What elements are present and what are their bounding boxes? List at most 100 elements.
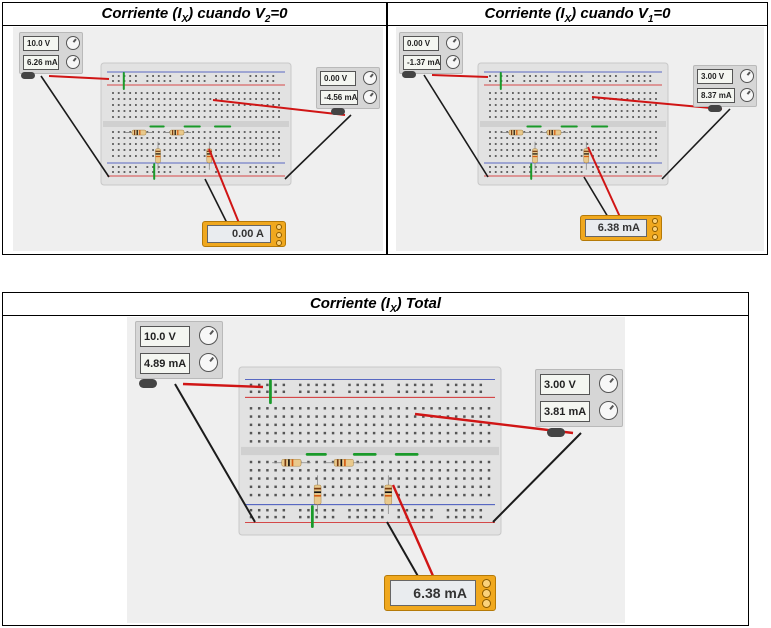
red-wire-left	[431, 74, 489, 78]
breadboard	[174, 366, 582, 586]
black-wire-meter	[583, 176, 609, 218]
title-text: Corriente (I	[484, 5, 565, 22]
red-wire-left	[182, 382, 264, 389]
supply-power-switch[interactable]	[708, 105, 722, 112]
black-wire-right	[661, 108, 731, 180]
supply-current-display: -4.56 mA	[320, 90, 358, 105]
breadboard	[423, 62, 731, 218]
resistor	[532, 141, 538, 170]
breadboard-body	[100, 62, 292, 186]
supply-power-switch[interactable]	[402, 71, 416, 78]
voltage-knob[interactable]	[446, 36, 460, 50]
supply-power-switch[interactable]	[547, 428, 565, 437]
multimeter-mode-button[interactable]	[652, 234, 658, 240]
red-wire-right	[212, 99, 346, 116]
supply-current-display: -1.37 mA	[403, 55, 441, 70]
black-wire-right	[284, 114, 352, 180]
circuit-scene: 0.00 V -1.37 mA 3.00 V 8.37 mA 6.38 mA	[396, 27, 764, 251]
red-wire-meter	[587, 146, 621, 218]
supply-power-switch[interactable]	[139, 379, 157, 388]
current-knob[interactable]	[363, 90, 377, 104]
circuit-scene: 10.0 V 6.26 mA 0.00 V -4.56 mA 0.00 A	[13, 27, 383, 251]
breadboard-body	[477, 62, 669, 186]
red-wire-right	[414, 412, 574, 435]
supply-voltage-display: 10.0 V	[140, 326, 190, 347]
panel-title: Corriente (IX) cuando V1=0	[388, 3, 767, 26]
black-wire-left	[174, 383, 256, 523]
multimeter-mode-button[interactable]	[276, 224, 282, 230]
resistor	[384, 475, 393, 514]
supply-current-display: 4.89 mA	[140, 353, 190, 374]
resistor	[583, 141, 590, 170]
panel-v1-zero: Corriente (IX) cuando V1=0 0.00 V -1.37 …	[387, 2, 768, 255]
title-text: Corriente (I	[101, 5, 182, 22]
voltage-knob[interactable]	[66, 36, 80, 50]
black-wire-left	[423, 74, 489, 178]
resistor	[540, 129, 568, 136]
multimeter-mode-button[interactable]	[652, 226, 658, 232]
title-text-mid: ) cuando V	[188, 5, 265, 22]
multimeter-mode-button[interactable]	[482, 589, 491, 598]
supply-power-switch[interactable]	[331, 108, 345, 115]
supply-current-display: 3.81 mA	[540, 401, 590, 422]
voltage-knob[interactable]	[740, 69, 754, 83]
red-wire-right	[591, 96, 723, 110]
red-wire-left	[48, 75, 110, 80]
current-knob[interactable]	[446, 55, 460, 69]
multimeter-mode-button[interactable]	[482, 599, 491, 608]
title-text: Corriente (I	[309, 295, 390, 312]
wires	[40, 75, 352, 224]
resistor	[502, 129, 530, 136]
power-supply-left: 0.00 V -1.37 mA	[399, 32, 463, 74]
panel-title: Corriente (IX) cuando V2=0	[3, 3, 386, 26]
title-subscript: X	[389, 304, 397, 315]
breadboard	[40, 62, 352, 224]
multimeter-mode-button[interactable]	[276, 240, 282, 246]
supply-voltage-display: 0.00 V	[320, 71, 356, 86]
multimeter-mode-button[interactable]	[482, 579, 491, 588]
black-wire-meter	[204, 178, 228, 224]
resistor	[155, 141, 161, 170]
multimeter: 6.38 mA	[580, 215, 662, 241]
current-knob[interactable]	[599, 401, 618, 420]
wires	[423, 74, 731, 218]
title-subscript: X	[564, 14, 572, 25]
multimeter-display: 0.00 A	[207, 225, 271, 243]
voltage-knob[interactable]	[363, 71, 377, 85]
supply-voltage-display: 3.00 V	[697, 69, 733, 84]
supply-voltage-display: 0.00 V	[403, 36, 439, 51]
supply-current-display: 8.37 mA	[697, 88, 735, 103]
supply-voltage-display: 10.0 V	[23, 36, 59, 51]
multimeter-display: 6.38 mA	[390, 580, 476, 606]
power-supply-left: 10.0 V 6.26 mA	[19, 32, 83, 74]
multimeter-mode-button[interactable]	[652, 218, 658, 224]
black-wire-meter	[386, 521, 424, 586]
panel-v2-zero: Corriente (IX) cuando V2=0 10.0 V 6.26 m…	[2, 2, 387, 255]
wires	[174, 382, 582, 586]
power-supply-left: 10.0 V 4.89 mA	[135, 321, 223, 379]
supply-power-switch[interactable]	[21, 72, 35, 79]
current-knob[interactable]	[740, 88, 754, 102]
title-text-end: =0	[270, 5, 288, 22]
resistor	[324, 459, 364, 467]
breadboard-body	[238, 366, 502, 536]
resistor	[163, 129, 191, 136]
multimeter: 6.38 mA	[384, 575, 496, 611]
supply-current-display: 6.26 mA	[23, 55, 59, 70]
current-knob[interactable]	[199, 353, 218, 372]
circuit-scene: 10.0 V 4.89 mA 3.00 V 3.81 mA 6.38 mA	[127, 317, 625, 623]
voltage-knob[interactable]	[199, 326, 218, 345]
multimeter-mode-button[interactable]	[276, 232, 282, 238]
red-wire-meter	[391, 484, 439, 586]
title-subscript-2: 1	[647, 14, 654, 25]
black-wire-right	[492, 432, 582, 523]
multimeter-display: 6.38 mA	[585, 219, 647, 237]
voltage-knob[interactable]	[599, 374, 618, 393]
current-knob[interactable]	[66, 55, 80, 69]
multimeter: 0.00 A	[202, 221, 286, 247]
power-supply-right: 3.00 V 3.81 mA	[535, 369, 623, 427]
title-text-mid: ) cuando V	[571, 5, 648, 22]
red-wire-meter	[208, 148, 240, 224]
resistor	[272, 459, 311, 467]
title-text-end: ) Total	[396, 295, 442, 312]
